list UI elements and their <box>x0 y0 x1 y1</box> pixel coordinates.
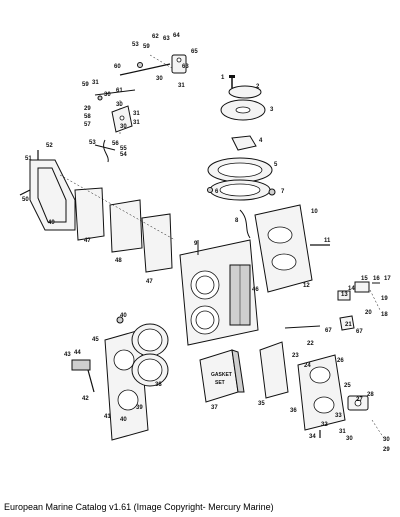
part-number: 7 <box>281 189 285 195</box>
part-number: 3 <box>270 107 274 113</box>
screw-group-top <box>229 75 235 88</box>
part-number: 67 <box>325 328 332 334</box>
part-number: 1 <box>221 75 225 81</box>
part-number: 45 <box>92 337 99 343</box>
part-number: 30 <box>116 102 123 108</box>
part-number: 21 <box>345 322 352 328</box>
part-number: 20 <box>365 310 372 316</box>
part-number: 53 <box>132 42 139 48</box>
part-number: 22 <box>307 341 314 347</box>
exhaust-plate-group <box>19 150 176 273</box>
part-number: 49 <box>48 220 55 226</box>
part-number: 56 <box>112 141 119 147</box>
part-number: 48 <box>115 258 122 264</box>
part-number: 40 <box>120 417 127 423</box>
part-number: 15 <box>361 276 368 282</box>
part-number: 13 <box>341 292 348 298</box>
part-number: 41 <box>104 414 111 420</box>
part-number: 47 <box>84 238 91 244</box>
gasket-set-label-line2: SET <box>215 380 225 386</box>
part-number: 14 <box>348 286 355 292</box>
part-number: 52 <box>46 143 53 149</box>
part-number: 5 <box>274 162 278 168</box>
part-number: 47 <box>146 279 153 285</box>
part-number: 39 <box>136 405 143 411</box>
part-number: 60 <box>114 64 121 70</box>
part-number: 40 <box>120 313 127 319</box>
part-number: 28 <box>367 392 374 398</box>
part-number: 63 <box>182 64 189 70</box>
throttle-linkage-group <box>94 54 187 163</box>
part-number: 31 <box>178 83 185 89</box>
part-number: 12 <box>303 283 310 289</box>
part-number: 6 <box>215 189 219 195</box>
part-number: 33 <box>335 413 342 419</box>
part-number: 51 <box>25 156 32 162</box>
part-number: 29 <box>383 447 390 453</box>
part-number: 30 <box>156 76 163 82</box>
part-number: 31 <box>133 120 140 126</box>
part-number: 24 <box>304 363 311 369</box>
part-number: 61 <box>116 88 123 94</box>
part-number: 59 <box>82 82 89 88</box>
cylinder-block <box>179 239 259 346</box>
part-number: 67 <box>356 329 363 335</box>
fuel-pump-group <box>284 281 381 331</box>
part-number: 8 <box>235 218 239 224</box>
part-number: 35 <box>258 401 265 407</box>
part-number: 44 <box>74 350 81 356</box>
transfer-port-cover-group <box>259 341 386 441</box>
part-number: 23 <box>292 353 299 359</box>
part-number: 30 <box>383 437 390 443</box>
part-number: 42 <box>82 396 89 402</box>
part-number: 30 <box>120 124 127 130</box>
part-number: 11 <box>324 238 331 244</box>
part-number: 62 <box>152 34 159 40</box>
part-number: 9 <box>194 241 198 247</box>
part-number: 31 <box>339 429 346 435</box>
part-number: 43 <box>64 352 71 358</box>
part-number: 32 <box>321 422 328 428</box>
part-number-labels: 62 63 64 59 53 65 63 60 30 31 1 2 59 31 … <box>22 33 391 453</box>
part-number: 63 <box>163 36 170 42</box>
part-number: 18 <box>381 312 388 318</box>
part-number: 17 <box>384 276 391 282</box>
part-number: 19 <box>381 296 388 302</box>
part-number: 16 <box>373 276 380 282</box>
gasket-set-box: GASKET SET <box>199 349 245 403</box>
part-number: 34 <box>309 434 316 440</box>
image-caption: European Marine Catalog v1.61 (Image Cop… <box>4 502 274 512</box>
part-number: 50 <box>22 197 29 203</box>
exploded-parts-diagram: GASKET SET 62 63 64 59 53 65 63 60 30 31… <box>19 33 391 453</box>
crankcase-half <box>239 204 330 293</box>
part-number: 30 <box>346 436 353 442</box>
part-number: 64 <box>173 33 180 39</box>
part-number: 46 <box>252 287 259 293</box>
part-number: 4 <box>259 138 263 144</box>
part-number: 65 <box>191 49 198 55</box>
part-number: 36 <box>290 408 297 414</box>
cylinder-head-group <box>71 316 169 441</box>
part-number: 27 <box>356 397 363 403</box>
part-number: 38 <box>155 382 162 388</box>
part-number: 29 <box>84 106 91 112</box>
part-number: 54 <box>120 152 127 158</box>
part-number: 31 <box>92 80 99 86</box>
part-number: 2 <box>256 84 260 90</box>
part-number: 57 <box>84 122 91 128</box>
part-number: 25 <box>344 383 351 389</box>
part-number: 55 <box>120 146 127 152</box>
part-number: 53 <box>89 140 96 146</box>
gasket-set-label-line1: GASKET <box>211 372 232 378</box>
part-number: 58 <box>84 114 91 120</box>
reed-plate-group <box>207 85 276 201</box>
part-number: 37 <box>211 405 218 411</box>
part-number: 10 <box>311 209 318 215</box>
part-number: 31 <box>133 111 140 117</box>
part-number: 26 <box>337 358 344 364</box>
part-number: 59 <box>143 44 150 50</box>
part-number: 30 <box>104 92 111 98</box>
